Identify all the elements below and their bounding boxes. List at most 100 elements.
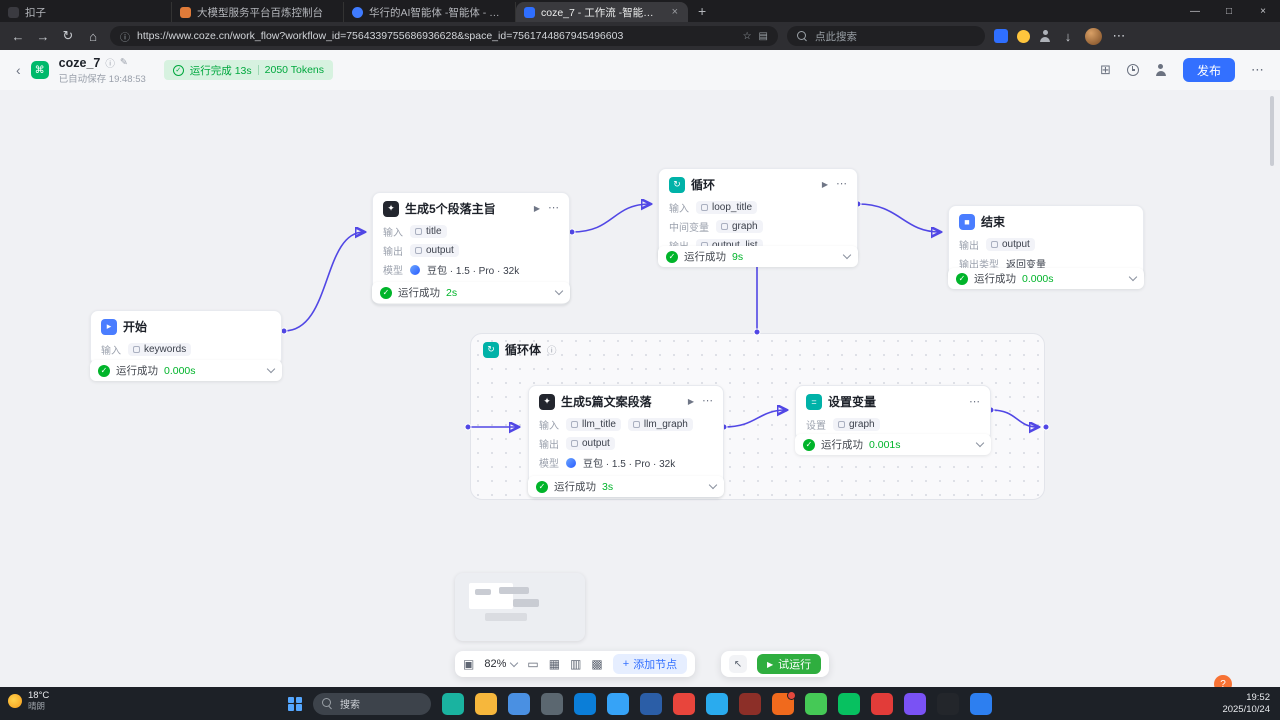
- add-node-button[interactable]: + 添加节点: [612, 654, 688, 674]
- profile-icon[interactable]: [1039, 30, 1051, 42]
- taskbar-clock[interactable]: 19:52 2025/10/24: [1222, 692, 1270, 716]
- taskbar-app-icon[interactable]: [475, 692, 497, 715]
- canvas-scrollbar[interactable]: [1270, 96, 1274, 166]
- page-title: coze_7: [58, 55, 101, 70]
- layout-icon[interactable]: ▦: [548, 657, 561, 671]
- new-tab-button[interactable]: +: [698, 3, 707, 19]
- forward-icon[interactable]: →: [36, 28, 50, 44]
- collaborators-icon[interactable]: [1155, 64, 1167, 76]
- grid-icon[interactable]: ▥: [570, 657, 582, 671]
- chevron-down-icon[interactable]: [708, 480, 718, 490]
- header-more-icon[interactable]: ⋯: [1251, 62, 1264, 77]
- node-end-status[interactable]: ✓ 运行成功 0.000s: [948, 268, 1144, 289]
- add-node-label: 添加节点: [633, 659, 678, 671]
- node-run-icon[interactable]: ▶: [533, 204, 540, 213]
- node-llm-paragraphs-status[interactable]: ✓ 运行成功 3s: [528, 476, 724, 497]
- field-label: 模型: [539, 459, 559, 470]
- taskbar-app-icon[interactable]: [574, 692, 596, 715]
- zoom-control[interactable]: 82%: [484, 658, 519, 670]
- node-start-status[interactable]: ✓ 运行成功 0.000s: [90, 360, 282, 381]
- autosave-status: 已自动保存 19:48:53: [58, 73, 146, 85]
- node-title: 循环: [691, 178, 716, 192]
- snapshot-icon[interactable]: ▩: [591, 657, 603, 671]
- title-edit-icon[interactable]: ✎: [119, 57, 128, 68]
- fit-view-icon[interactable]: ▣: [463, 657, 475, 671]
- field-label: 输出: [959, 241, 979, 252]
- taskbar-app-icon[interactable]: [937, 692, 959, 715]
- chevron-down-icon[interactable]: [842, 250, 852, 260]
- test-run-label: 试运行: [778, 659, 812, 671]
- node-set-variable-status[interactable]: ✓ 运行成功 0.001s: [795, 434, 991, 455]
- browser-more-icon[interactable]: ⋯: [1112, 28, 1126, 43]
- node-end[interactable]: ■ 结束 输出 output 输出类型 返回变量: [948, 205, 1144, 280]
- taskbar-app-icon[interactable]: [607, 692, 629, 715]
- taskbar-app-icon[interactable]: [970, 692, 992, 715]
- taskbar-app-icon[interactable]: [508, 692, 530, 715]
- node-more-icon[interactable]: ⋯: [969, 395, 980, 408]
- node-loop-status[interactable]: ✓ 运行成功 9s: [658, 246, 858, 267]
- tab-bailian-console[interactable]: 大模型服务平台百炼控制台: [172, 2, 344, 22]
- taskbar-app-icon[interactable]: [805, 692, 827, 715]
- node-set-variable[interactable]: = 设置变量 ⋯ 设置 graph: [795, 385, 991, 441]
- workflow-canvas[interactable]: ↻ 循环体 ⓘ: [0, 90, 1280, 687]
- address-bar[interactable]: ⓘ https://www.coze.cn/work_flow?workflow…: [110, 26, 778, 46]
- taskbar-app-icon[interactable]: [871, 692, 893, 715]
- node-more-icon[interactable]: ⋯: [548, 202, 559, 214]
- tab-workflow-active[interactable]: coze_7 - 工作流 -智能体平台 ×: [516, 2, 688, 22]
- chevron-down-icon[interactable]: [554, 286, 564, 296]
- chevron-down-icon[interactable]: [1128, 272, 1138, 282]
- rewards-icon[interactable]: [1017, 29, 1030, 43]
- weather-icon: [8, 694, 22, 709]
- title-info-icon[interactable]: ⓘ: [105, 58, 115, 70]
- collapse-icon[interactable]: ‹: [16, 62, 21, 78]
- publish-button[interactable]: 发布: [1182, 58, 1235, 82]
- taskbar-app-icon[interactable]: [541, 692, 563, 715]
- minimap[interactable]: [455, 573, 585, 641]
- cursor-tool-icon[interactable]: ↖: [729, 655, 747, 673]
- comment-icon[interactable]: ▭: [527, 657, 539, 671]
- taskbar-app-icon[interactable]: [904, 692, 926, 715]
- window-maximize-icon[interactable]: □: [1225, 5, 1233, 17]
- tab-kouzi[interactable]: 扣子: [0, 2, 172, 22]
- history-icon[interactable]: [1126, 64, 1139, 76]
- home-icon[interactable]: ⌂: [89, 28, 97, 44]
- downloads-icon[interactable]: ↓: [1064, 28, 1072, 44]
- taskbar-app-icon[interactable]: [442, 692, 464, 715]
- node-more-icon[interactable]: ⋯: [702, 395, 713, 407]
- tab-close-icon[interactable]: ×: [671, 6, 678, 18]
- back-icon[interactable]: ←: [11, 28, 25, 44]
- extension-icon[interactable]: [994, 29, 1008, 43]
- site-info-icon[interactable]: ⓘ: [120, 32, 130, 44]
- node-title: 生成5篇文案段落: [561, 395, 652, 409]
- window-minimize-icon[interactable]: —: [1190, 5, 1200, 17]
- node-llm-outline-status[interactable]: ✓ 运行成功 2s: [372, 282, 570, 303]
- layers-icon[interactable]: ⊞: [1100, 62, 1111, 77]
- taskbar-weather[interactable]: 18°C 晴朗: [8, 690, 49, 712]
- node-run-icon[interactable]: ▶: [687, 397, 694, 406]
- workflow-edges: [280, 90, 1050, 687]
- start-button[interactable]: [288, 696, 302, 711]
- taskbar-app-icon[interactable]: [739, 692, 761, 715]
- run-result-badge[interactable]: ✓ 运行完成 13s 2050 Tokens: [163, 60, 334, 80]
- taskbar-app-icon[interactable]: [673, 692, 695, 715]
- taskbar-app-icon[interactable]: [706, 692, 728, 715]
- reader-icon[interactable]: ▤: [758, 30, 768, 42]
- avatar[interactable]: [1085, 27, 1102, 45]
- browser-search-box[interactable]: 点此搜索: [787, 26, 985, 46]
- node-start[interactable]: ▸ 开始 输入 keywords: [90, 310, 282, 366]
- tab-agent[interactable]: 华行的AI智能体 -智能体 - 扣子: [344, 2, 516, 22]
- node-more-icon[interactable]: ⋯: [836, 178, 847, 190]
- window-close-icon[interactable]: ×: [1260, 5, 1266, 17]
- bookmark-star-icon[interactable]: ☆: [742, 30, 752, 42]
- refresh-icon[interactable]: ↻: [62, 28, 74, 43]
- chevron-down-icon[interactable]: [975, 438, 985, 448]
- taskbar-search[interactable]: 搜索: [313, 692, 431, 715]
- taskbar-app-icon[interactable]: [772, 690, 796, 715]
- taskbar-app-icon[interactable]: [640, 692, 662, 715]
- help-button[interactable]: ?: [1214, 675, 1232, 687]
- chevron-down-icon[interactable]: [266, 364, 276, 374]
- node-run-icon[interactable]: ▶: [821, 180, 828, 189]
- test-run-button[interactable]: ▶ 试运行: [757, 654, 822, 674]
- header-actions: ⊞ 发布 ⋯: [1100, 58, 1264, 82]
- taskbar-app-icon[interactable]: [838, 692, 860, 715]
